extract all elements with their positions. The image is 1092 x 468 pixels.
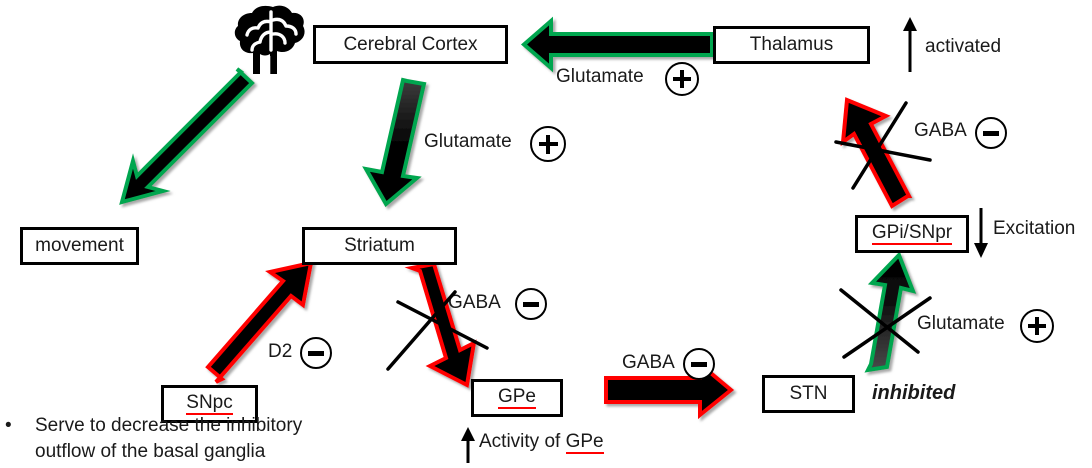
label-d2-snpc-striatum: D2 <box>268 341 293 362</box>
label-glutamate-stn-gpi: Glutamate <box>917 313 1005 334</box>
label-activated: activated <box>925 36 1002 57</box>
label-glutamate-thalamus-cortex: Glutamate <box>556 66 644 87</box>
node-movement[interactable]: movement <box>20 227 139 265</box>
activated-up-arrow-icon <box>903 17 917 72</box>
cross-out-gpi-thalamus <box>834 101 932 190</box>
arrow-thalamus-to-cortex <box>520 16 714 73</box>
label-activity-of-gpe: Activity of GPe <box>479 431 604 454</box>
arrow-striatum-to-gpe <box>404 261 477 389</box>
sign-plus-thalamus-cortex[interactable] <box>665 62 699 96</box>
excitation-down-arrow-icon <box>974 208 988 258</box>
label-gaba-gpe-stn: GABA <box>622 352 675 373</box>
node-label-gpi-snpr: GPi/SNpr <box>871 222 953 246</box>
arrow-cortex-to-striatum <box>362 77 427 208</box>
activity-of-gpe-prefix: Activity of <box>479 431 566 452</box>
node-label-movement: movement <box>35 235 124 256</box>
bullet-marker: • <box>5 415 12 436</box>
node-label-cerebral-cortex: Cerebral Cortex <box>343 33 478 55</box>
sign-plus-cortex-striatum[interactable] <box>530 126 566 162</box>
label-excitation: Excitation <box>993 218 1076 239</box>
arrow-snpc-to-striatum <box>205 260 314 384</box>
label-glutamate-cortex-striatum: Glutamate <box>424 131 512 152</box>
brain-icon <box>233 4 313 76</box>
node-label-thalamus: Thalamus <box>749 34 834 55</box>
node-label-snpc: SNpc <box>186 392 233 416</box>
node-label-stn: STN <box>789 383 828 404</box>
node-gpi-snpr[interactable]: GPi/SNpr <box>855 215 969 253</box>
arrow-cortex-to-movement <box>119 67 255 205</box>
sign-minus-gpi-thalamus[interactable] <box>975 117 1007 149</box>
node-striatum[interactable]: Striatum <box>302 227 457 265</box>
label-inhibited: inhibited <box>872 382 956 404</box>
node-cerebral-cortex[interactable]: Cerebral Cortex <box>313 25 508 64</box>
node-stn[interactable]: STN <box>762 375 855 413</box>
bullet-note: • Serve to decrease the inhibitory outfl… <box>5 413 345 464</box>
node-thalamus[interactable]: Thalamus <box>713 26 870 64</box>
arrow-gpi-to-thalamus <box>840 97 913 209</box>
node-label-gpe: GPe <box>497 386 537 410</box>
arrow-stn-to-gpi <box>864 251 917 373</box>
label-gaba-striatum-gpe: GABA <box>448 292 501 313</box>
sign-minus-striatum-gpe[interactable] <box>515 288 547 320</box>
activity-of-gpe-term: GPe <box>565 431 604 454</box>
bullet-text: Serve to decrease the inhibitory outflow… <box>35 415 303 462</box>
node-snpc[interactable]: SNpc <box>161 385 258 423</box>
sign-minus-gpe-stn[interactable] <box>683 348 715 380</box>
activity-gpe-up-arrow-icon <box>461 427 475 463</box>
node-label-striatum: Striatum <box>344 235 415 256</box>
node-gpe[interactable]: GPe <box>471 379 563 417</box>
label-gaba-gpi-thalamus: GABA <box>914 120 967 141</box>
sign-plus-stn-gpi[interactable] <box>1020 309 1054 343</box>
sign-minus-snpc-striatum[interactable] <box>300 337 332 369</box>
